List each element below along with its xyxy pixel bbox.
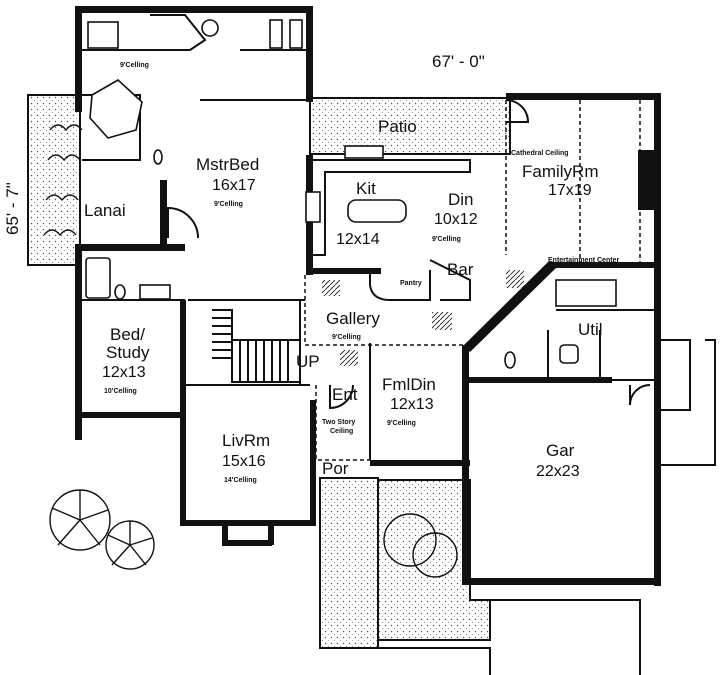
master-bed-ceiling: 9'Celling xyxy=(214,201,243,208)
garage-name: Gar xyxy=(546,441,575,460)
staircase xyxy=(212,309,301,383)
front-walk xyxy=(319,477,491,649)
entertainment-center-label: Entertainment Center xyxy=(548,257,619,264)
bed-study-size: 12x13 xyxy=(102,364,146,381)
landscape-shrubs xyxy=(43,124,458,578)
util-fixtures xyxy=(504,279,617,369)
pantry-label: Pantry xyxy=(400,280,422,287)
master-bed-size: 16x17 xyxy=(212,177,256,194)
lanai-label: Lanai xyxy=(84,201,126,220)
gallery-name: Gallery xyxy=(326,309,380,328)
garage-size: 22x23 xyxy=(536,463,580,480)
kitchen-name: Kit xyxy=(356,179,376,198)
ceiling-lines xyxy=(304,100,641,461)
lanai-slab xyxy=(27,94,81,266)
living-size: 15x16 xyxy=(222,453,266,470)
bed-study-ceiling: 10'Celling xyxy=(104,388,137,395)
master-bath-ceiling: 9'Celling xyxy=(120,62,149,69)
patio-label: Patio xyxy=(378,117,417,136)
entry-ceiling-1: Two Story xyxy=(322,419,355,426)
dining-name: Din xyxy=(448,190,474,209)
door-swings xyxy=(167,99,651,410)
dining-size: 10x12 xyxy=(434,211,478,228)
bed-bath-fixtures xyxy=(85,257,171,300)
kitchen-size: 12x14 xyxy=(336,231,380,248)
master-bath-fixtures xyxy=(87,14,303,165)
dining-ceiling: 9'Celling xyxy=(432,236,461,243)
formal-dining-size: 12x13 xyxy=(390,396,434,413)
entry-name: Ent xyxy=(332,385,358,404)
width-dimension: 67' - 0" xyxy=(432,52,485,71)
gallery-ceiling: 9'Celling xyxy=(332,334,361,341)
living-ceiling: 14'Celling xyxy=(224,477,257,484)
kitchen-counters xyxy=(305,145,471,301)
family-size: 17x19 xyxy=(548,182,592,199)
stair-up-label: UP xyxy=(296,352,320,371)
depth-dimension: 65' - 7" xyxy=(3,182,22,235)
bar-label: Bar xyxy=(447,260,474,279)
porch-label: Por xyxy=(322,459,349,478)
formal-dining-name: FmlDin xyxy=(382,375,436,394)
driveway xyxy=(320,599,641,675)
formal-dining-ceiling: 9'Celling xyxy=(387,420,416,427)
bed-study-name-1: Bed/ xyxy=(110,325,145,344)
util-label: Util xyxy=(578,320,603,339)
bed-study-name-2: Study xyxy=(106,343,150,362)
patio-slab xyxy=(309,97,511,155)
exterior-walls xyxy=(75,6,661,586)
master-bed-name: MstrBed xyxy=(196,155,259,174)
family-ceiling: Cathedral Ceiling xyxy=(511,150,569,157)
floor-patterns xyxy=(322,270,524,366)
family-name: FamilyRm xyxy=(522,162,599,181)
entry-ceiling-2: Ceiling xyxy=(330,428,353,435)
living-name: LivRm xyxy=(222,431,270,450)
side-fence xyxy=(660,339,716,466)
